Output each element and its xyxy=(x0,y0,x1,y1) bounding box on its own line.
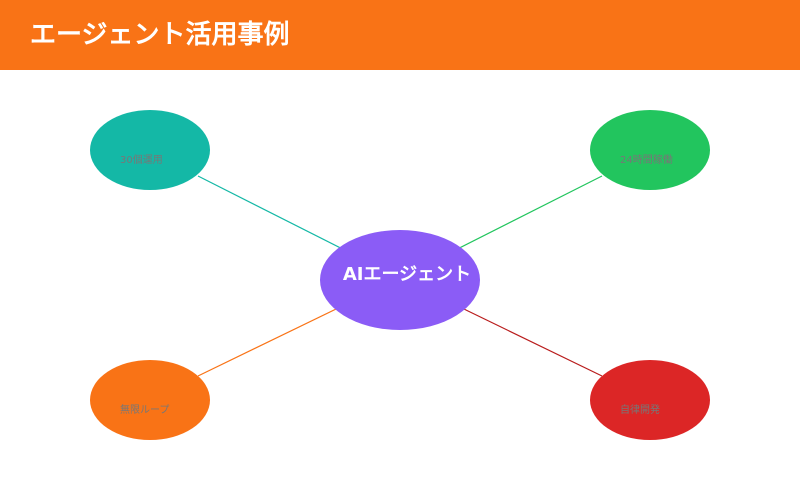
node-top-left: 30個運用 xyxy=(90,110,210,190)
node-shape xyxy=(590,110,710,190)
node-shape xyxy=(590,360,710,440)
center-node-label: AIエージェント xyxy=(343,264,471,285)
node-top-right: 24時間稼働 xyxy=(590,110,710,190)
node-label: 24時間稼働 xyxy=(620,153,673,166)
node-label: 自律開発 xyxy=(620,403,660,416)
node-label: 無限ループ xyxy=(120,403,169,416)
center-node-shape xyxy=(320,230,480,330)
node-bottom-right: 自律開発 xyxy=(590,360,710,440)
center-node: AIエージェント xyxy=(320,230,480,330)
header-bar: エージェント活用事例 xyxy=(0,0,800,70)
node-shape xyxy=(90,110,210,190)
node-bottom-left: 無限ループ xyxy=(90,360,210,440)
page-title: エージェント活用事例 xyxy=(30,20,290,50)
node-label: 30個運用 xyxy=(120,153,163,166)
node-shape xyxy=(90,360,210,440)
